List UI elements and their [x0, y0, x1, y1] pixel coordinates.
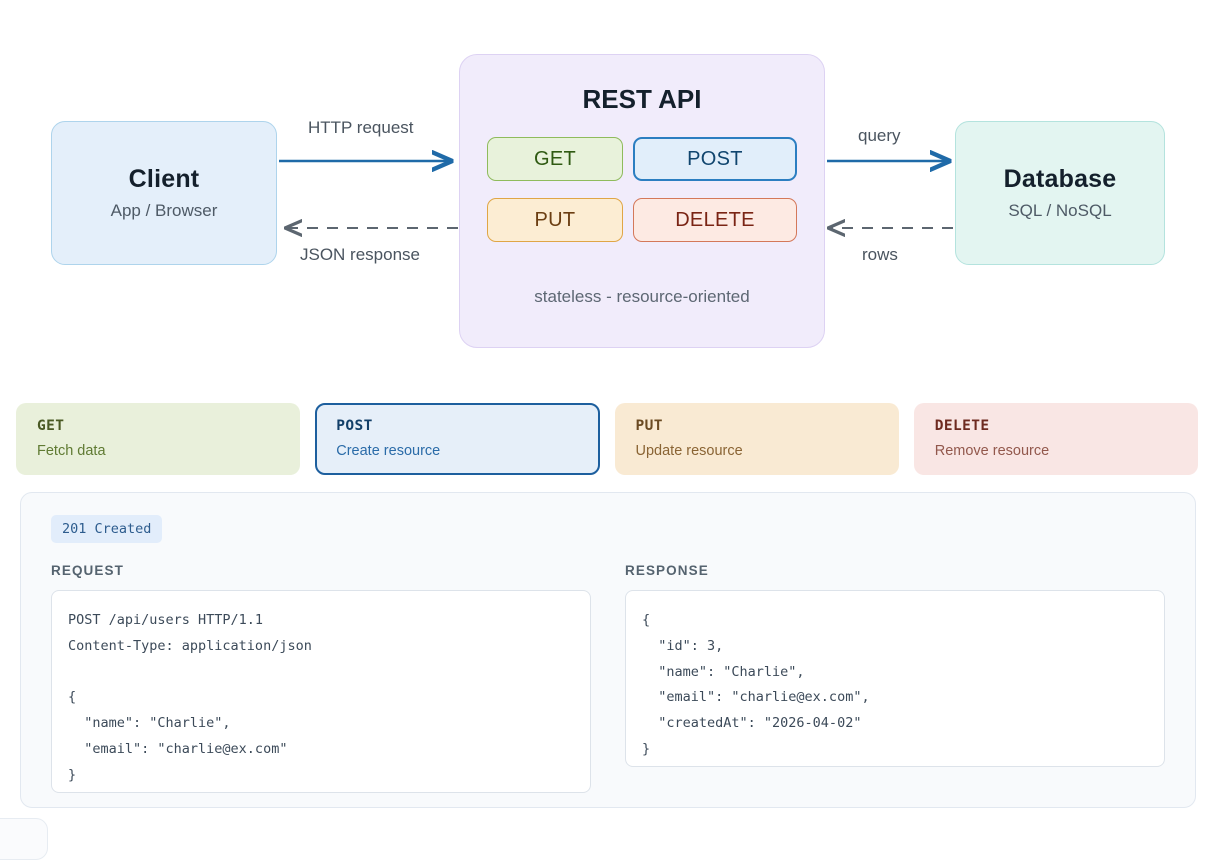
method-chip-put[interactable]: PUT	[487, 198, 623, 242]
node-client-title: Client	[128, 165, 200, 194]
node-client[interactable]: Client App / Browser	[51, 121, 277, 265]
method-chip-delete[interactable]: DELETE	[633, 198, 797, 242]
node-rest-api-title: REST API	[582, 84, 702, 114]
method-card-put-title: PUT	[635, 418, 663, 434]
node-database-title: Database	[1003, 165, 1117, 194]
request-response-columns: REQUEST POST /api/users HTTP/1.1 Content…	[51, 563, 1165, 793]
status-badge: 201 Created	[51, 515, 163, 543]
node-rest-api[interactable]: REST API GET POST PUT DELETE stateless -…	[459, 54, 825, 348]
response-code-block[interactable]: { "id": 3, "name": "Charlie", "email": "…	[625, 590, 1165, 767]
method-card-get-description: Fetch data	[37, 443, 106, 460]
method-card-post-title: POST	[336, 418, 373, 434]
response-column: RESPONSE { "id": 3, "name": "Charlie", "…	[625, 563, 1165, 793]
page-edge-artifact	[0, 818, 48, 860]
method-card-put[interactable]: PUT Update resource	[614, 403, 899, 475]
response-label: RESPONSE	[625, 563, 709, 578]
method-card-delete[interactable]: DELETE Remove resource	[913, 403, 1198, 475]
request-code-block[interactable]: POST /api/users HTTP/1.1 Content-Type: a…	[51, 590, 591, 793]
method-chip-get[interactable]: GET	[487, 137, 623, 181]
node-database-subtitle: SQL / NoSQL	[1008, 200, 1112, 220]
edge-label-query: query	[858, 126, 901, 145]
node-database[interactable]: Database SQL / NoSQL	[955, 121, 1165, 265]
method-card-list: GET Fetch data POST Create resource PUT …	[16, 403, 1198, 475]
method-card-post[interactable]: POST Create resource	[315, 403, 600, 475]
node-client-subtitle: App / Browser	[110, 200, 218, 220]
diagram-edges	[279, 0, 953, 380]
method-card-get-title: GET	[37, 418, 65, 434]
edge-label-rows: rows	[862, 245, 898, 264]
node-rest-api-note: stateless - resource-oriented	[534, 287, 750, 306]
edge-label-http-request: HTTP request	[308, 118, 414, 137]
request-column: REQUEST POST /api/users HTTP/1.1 Content…	[51, 563, 591, 793]
request-response-panel: 201 Created REQUEST POST /api/users HTTP…	[20, 492, 1196, 808]
method-card-delete-title: DELETE	[934, 418, 990, 434]
http-method-chip-grid: GET POST PUT DELETE	[487, 137, 797, 242]
method-card-post-description: Create resource	[336, 443, 441, 460]
architecture-diagram: Client App / Browser REST API GET POST P…	[0, 0, 1214, 380]
edge-label-json-response: JSON response	[300, 245, 420, 264]
method-chip-post[interactable]: POST	[633, 137, 797, 181]
method-card-put-description: Update resource	[635, 443, 743, 460]
method-card-get[interactable]: GET Fetch data	[16, 403, 301, 475]
request-label: REQUEST	[51, 563, 124, 578]
method-card-delete-description: Remove resource	[934, 443, 1050, 460]
